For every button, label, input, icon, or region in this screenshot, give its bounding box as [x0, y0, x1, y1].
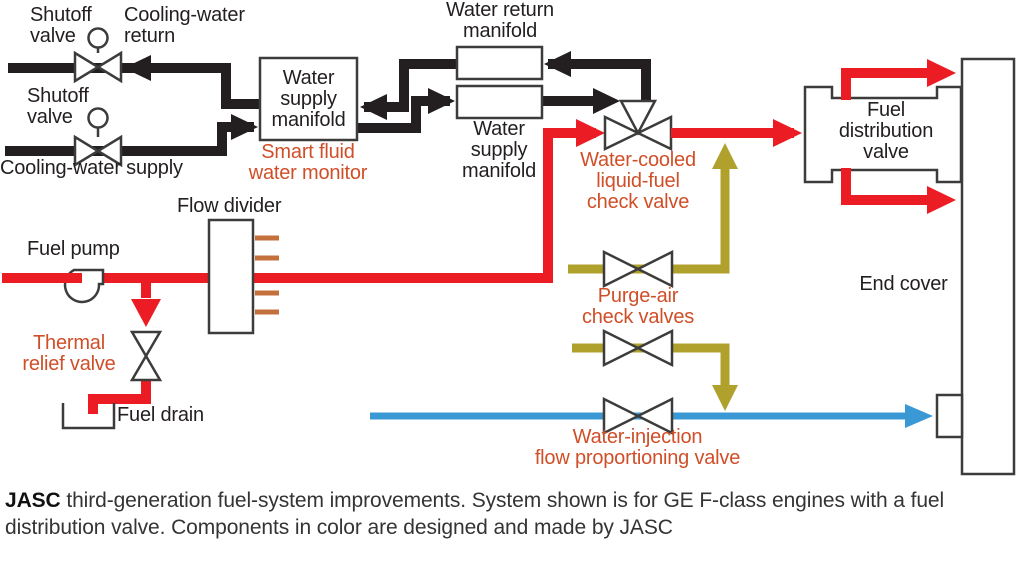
water-cooled-check-valve-symbol [603, 99, 673, 151]
water-supply-manifold-right-box [455, 84, 544, 120]
cooling-water-return-label: Cooling-water return [124, 4, 245, 47]
thermal-relief-valve-symbol [129, 330, 163, 382]
cooling-water-arrows [124, 51, 620, 140]
flow-divider-box [207, 218, 255, 335]
shutoff-valve-supply-symbol [73, 107, 123, 168]
purge-check-valve-1-symbol [602, 249, 674, 289]
end-cover-box [960, 57, 1016, 476]
diagram-canvas [2, 27, 1016, 476]
thermal-relief-valve-label: Thermal relief valve [22, 332, 116, 375]
flow-divider-label: Flow divider [177, 195, 282, 217]
purge-check-valve-2-symbol [602, 328, 674, 368]
fuel-distribution-valve-shape [803, 85, 963, 184]
caption-body: third-generation fuel-system improvement… [5, 489, 945, 539]
shutoff-valve-return-symbol [73, 27, 123, 84]
fuel-pump-label: Fuel pump [27, 238, 120, 260]
fuel-lines [2, 128, 596, 414]
water-supply-manifold-right-label: Water supply manifold [462, 118, 536, 182]
flow-divider-ports [255, 235, 279, 315]
purge-air-arrows [712, 143, 738, 411]
water-injection-valve-symbol [602, 396, 674, 436]
water-injection-valve-label: Water-injection flow proportioning valve [534, 426, 741, 469]
water-return-manifold-label: Water return manifold [445, 0, 554, 42]
injection-port-box [935, 393, 964, 439]
fuel-arrows [131, 119, 605, 327]
fuel-drain-label: Fuel drain [117, 404, 204, 426]
end-cover-label: End cover [859, 273, 948, 295]
fuel-drain-symbol [61, 403, 116, 430]
water-supply-manifold-monitor-label: Water supply manifold [271, 66, 346, 131]
fuel-arrows-top [773, 59, 956, 214]
water-supply-manifold-monitor-box [258, 56, 359, 142]
cooling-water-supply-label: Cooling-water supply [0, 157, 183, 179]
shutoff-valve-return-label: Shutoff valve [30, 4, 92, 47]
figure-caption: JASC third-generation fuel-system improv… [5, 487, 990, 541]
fuel-distribution-valve-label: Fuel distribution valve [838, 99, 934, 163]
purge-air-check-valves-label: Purge-air check valves [581, 285, 695, 328]
water-return-manifold-box [455, 45, 544, 81]
smart-fluid-water-monitor-label: Smart fluid water monitor [248, 141, 368, 184]
water-cooled-check-valve-label: Water-cooled liquid-fuel check valve [580, 149, 696, 213]
shutoff-valve-supply-label: Shutoff valve [27, 85, 89, 128]
caption-lead: JASC [5, 489, 61, 512]
